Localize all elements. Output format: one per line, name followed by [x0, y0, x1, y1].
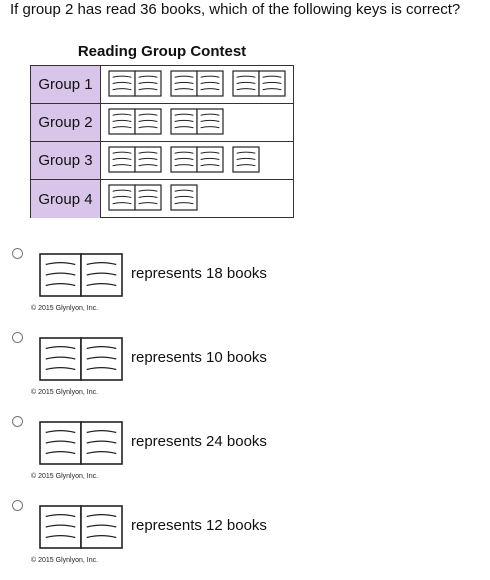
pictograph-row-group-3: Group 3 [31, 142, 293, 180]
book-icon [108, 184, 162, 211]
book-icon [108, 70, 162, 97]
book-icon [39, 253, 123, 297]
group-label: Group 2 [31, 104, 101, 141]
half-book-icon [232, 146, 260, 173]
option-text: represents 10 books [131, 349, 267, 366]
radio-button[interactable] [12, 416, 23, 427]
open-book-icon [39, 421, 123, 465]
book-icons-svg [108, 108, 224, 135]
copyright-notice: © 2015 Glynlyon, Inc. [31, 389, 99, 396]
key-book-icon [38, 252, 124, 303]
half-book-icon [170, 184, 198, 211]
answer-option-2[interactable]: represents 10 books © 2015 Glynlyon, Inc… [0, 332, 490, 412]
book-icon [170, 146, 224, 173]
pictograph-row-group-2: Group 2 [31, 104, 293, 142]
book-icons-svg [108, 184, 198, 211]
key-book-icon [38, 420, 124, 471]
question-text: If group 2 has read 36 books, which of t… [10, 1, 461, 18]
book-icon [232, 70, 286, 97]
book-icon [108, 108, 162, 135]
radio-button[interactable] [12, 248, 23, 259]
pictograph-table: Group 1 Group 2 Group 3 Group 4 [30, 65, 294, 218]
book-icons [101, 66, 293, 103]
option-text: represents 12 books [131, 517, 267, 534]
book-icons [101, 104, 293, 141]
book-icon [39, 421, 123, 465]
pictograph-row-group-1: Group 1 [31, 66, 293, 104]
open-book-icon [39, 505, 123, 549]
answer-option-3[interactable]: represents 24 books © 2015 Glynlyon, Inc… [0, 416, 490, 496]
answer-option-4[interactable]: represents 12 books © 2015 Glynlyon, Inc… [0, 500, 490, 580]
book-icons-svg [108, 146, 260, 173]
copyright-notice: © 2015 Glynlyon, Inc. [31, 305, 99, 312]
group-label: Group 3 [31, 142, 101, 179]
radio-button[interactable] [12, 500, 23, 511]
key-book-icon [38, 504, 124, 555]
group-label: Group 4 [31, 180, 101, 218]
copyright-notice: © 2015 Glynlyon, Inc. [31, 473, 99, 480]
book-icon [108, 146, 162, 173]
option-text: represents 18 books [131, 265, 267, 282]
option-text: represents 24 books [131, 433, 267, 450]
group-label: Group 1 [31, 66, 101, 103]
open-book-icon [39, 253, 123, 297]
radio-button[interactable] [12, 332, 23, 343]
book-icon [39, 505, 123, 549]
book-icon [170, 108, 224, 135]
pictograph-title: Reading Group Contest [77, 43, 247, 60]
book-icons [101, 142, 293, 179]
answer-option-1[interactable]: represents 18 books © 2015 Glynlyon, Inc… [0, 248, 490, 328]
key-book-icon [38, 336, 124, 387]
book-icon [39, 337, 123, 381]
book-icons [101, 180, 293, 218]
pictograph-row-group-4: Group 4 [31, 180, 293, 218]
open-book-icon [39, 337, 123, 381]
book-icons-svg [108, 70, 286, 97]
book-icon [170, 70, 224, 97]
copyright-notice: © 2015 Glynlyon, Inc. [31, 557, 99, 564]
